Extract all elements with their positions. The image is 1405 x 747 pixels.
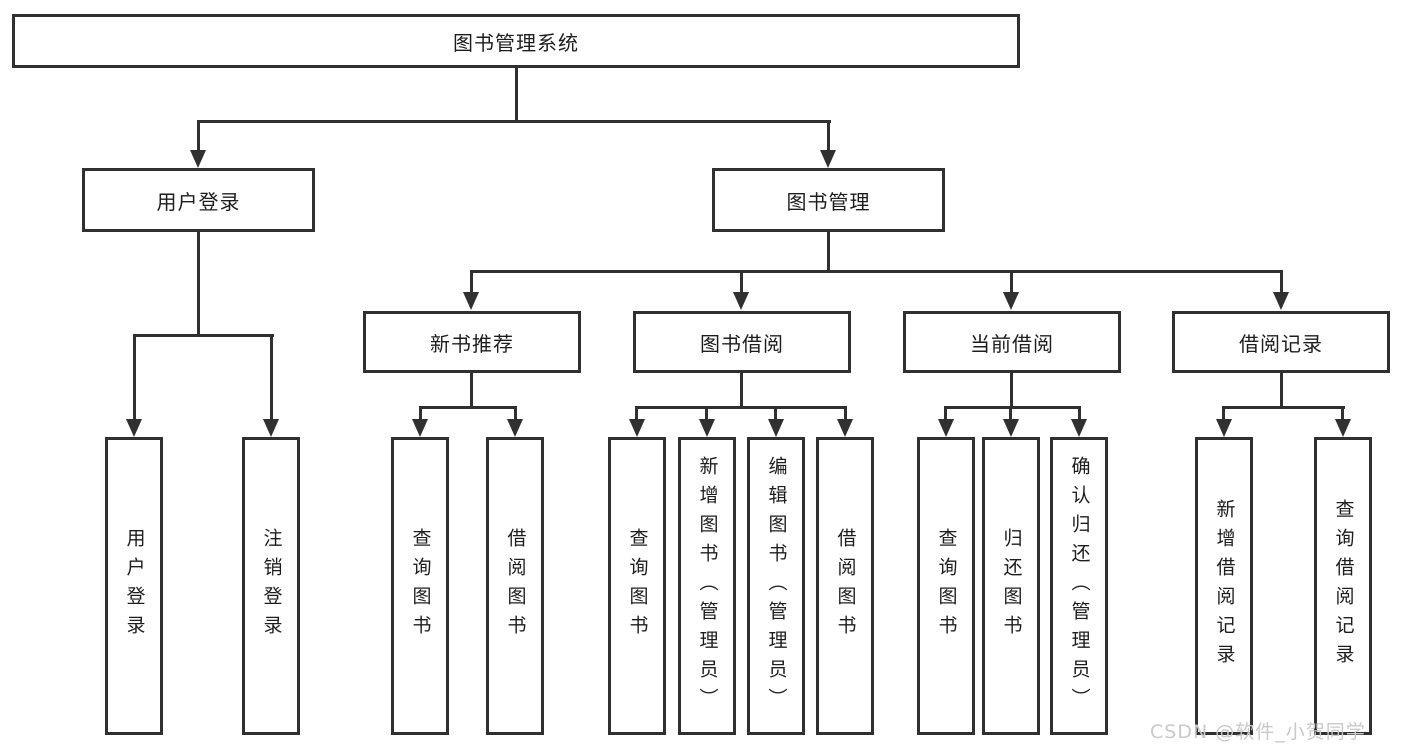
node-label: 新增借阅记录 — [1213, 499, 1236, 673]
node-borrow-records: 借阅记录 — [1172, 311, 1390, 373]
node-label: 查询图书 — [626, 528, 649, 644]
arrow-down-icon — [1003, 419, 1019, 437]
connector-stem — [740, 270, 743, 294]
node-label: 用户登录 — [156, 189, 241, 214]
node-label: 注销登录 — [260, 528, 283, 644]
arrow-down-icon — [768, 419, 784, 437]
node-borrow-add-book-admin: 新增图书（管理员） — [678, 437, 736, 735]
arrow-down-icon — [820, 150, 836, 168]
connector-hline — [635, 406, 847, 409]
connector-stem — [1280, 270, 1283, 294]
node-current-return-book: 归还图书 — [982, 437, 1040, 735]
node-label: 查询图书 — [935, 528, 958, 644]
node-borrow-borrow-book: 借阅图书 — [816, 437, 874, 735]
connector-vline — [1010, 372, 1013, 409]
connector-hline — [470, 270, 1283, 273]
node-label: 图书管理 — [786, 189, 871, 214]
arrow-down-icon — [1216, 419, 1232, 437]
arrow-down-icon — [190, 150, 206, 168]
connector-stem — [197, 120, 200, 152]
arrow-down-icon — [938, 419, 954, 437]
node-label: 用户登录 — [123, 528, 146, 644]
arrow-down-icon — [412, 419, 428, 437]
arrow-down-icon — [733, 292, 749, 310]
connector-hline — [944, 406, 1081, 409]
arrow-down-icon — [263, 419, 279, 437]
arrow-down-icon — [629, 419, 645, 437]
node-label: 查询借阅记录 — [1332, 499, 1355, 673]
connector-hline — [197, 120, 831, 123]
node-label: 借阅记录 — [1239, 331, 1323, 356]
node-records-query-record: 查询借阅记录 — [1314, 437, 1372, 735]
node-user-login-action: 用户登录 — [105, 437, 163, 735]
connector-vline — [740, 372, 743, 409]
connector-stem — [1341, 406, 1344, 421]
node-label: 确认归还（管理员） — [1068, 455, 1091, 717]
connector-stem — [133, 334, 136, 421]
connector-stem — [1010, 270, 1013, 294]
node-label: 借阅图书 — [834, 528, 857, 644]
connector-vline — [1280, 372, 1283, 409]
arrow-down-icon — [126, 419, 142, 437]
connector-vline — [197, 231, 200, 337]
connector-stem — [705, 406, 708, 421]
connector-stem — [514, 406, 517, 421]
node-borrow-edit-book-admin: 编辑图书（管理员） — [747, 437, 805, 735]
connector-vline — [515, 67, 518, 123]
node-logout-action: 注销登录 — [242, 437, 300, 735]
connector-stem — [635, 406, 638, 421]
node-label: 图书借阅 — [700, 331, 784, 356]
node-root-system: 图书管理系统 — [12, 14, 1020, 68]
node-current-confirm-return-admin: 确认归还（管理员） — [1050, 437, 1108, 735]
connector-stem — [827, 120, 830, 152]
node-book-management: 图书管理 — [712, 168, 945, 232]
node-label: 新书推荐 — [430, 331, 514, 356]
connector-stem — [1009, 406, 1012, 421]
node-current-query-book: 查询图书 — [917, 437, 975, 735]
connector-stem — [1222, 406, 1225, 421]
arrow-down-icon — [1071, 419, 1087, 437]
connector-stem — [774, 406, 777, 421]
arrow-down-icon — [463, 292, 479, 310]
node-label: 当前借阅 — [970, 331, 1054, 356]
node-borrow-query-book: 查询图书 — [608, 437, 666, 735]
node-label: 编辑图书（管理员） — [765, 455, 788, 717]
arrow-down-icon — [1003, 292, 1019, 310]
node-label: 图书管理系统 — [453, 30, 579, 55]
node-current-borrow: 当前借阅 — [903, 311, 1121, 373]
node-book-borrow: 图书借阅 — [633, 311, 851, 373]
connector-hline — [419, 406, 517, 409]
node-label: 查询图书 — [409, 528, 432, 644]
connector-stem — [270, 334, 273, 421]
node-recommend-borrow-book: 借阅图书 — [486, 437, 544, 735]
node-label: 归还图书 — [1000, 528, 1023, 644]
node-recommend-query-book: 查询图书 — [391, 437, 449, 735]
arrow-down-icon — [699, 419, 715, 437]
connector-hline — [1222, 406, 1345, 409]
node-new-book-recommend: 新书推荐 — [363, 311, 581, 373]
connector-vline — [470, 372, 473, 409]
arrow-down-icon — [1335, 419, 1351, 437]
arrow-down-icon — [507, 419, 523, 437]
arrow-down-icon — [1273, 292, 1289, 310]
node-label: 借阅图书 — [504, 528, 527, 644]
node-user-login: 用户登录 — [82, 168, 315, 232]
connector-stem — [419, 406, 422, 421]
arrow-down-icon — [837, 419, 853, 437]
watermark-text: CSDN @软件_小贺同学 — [1150, 721, 1366, 743]
connector-stem — [944, 406, 947, 421]
connector-stem — [470, 270, 473, 294]
connector-vline — [827, 231, 830, 273]
connector-stem — [1078, 406, 1081, 421]
connector-hline — [133, 334, 274, 337]
connector-stem — [844, 406, 847, 421]
node-label: 新增图书（管理员） — [696, 455, 719, 717]
node-records-add-record: 新增借阅记录 — [1195, 437, 1253, 735]
